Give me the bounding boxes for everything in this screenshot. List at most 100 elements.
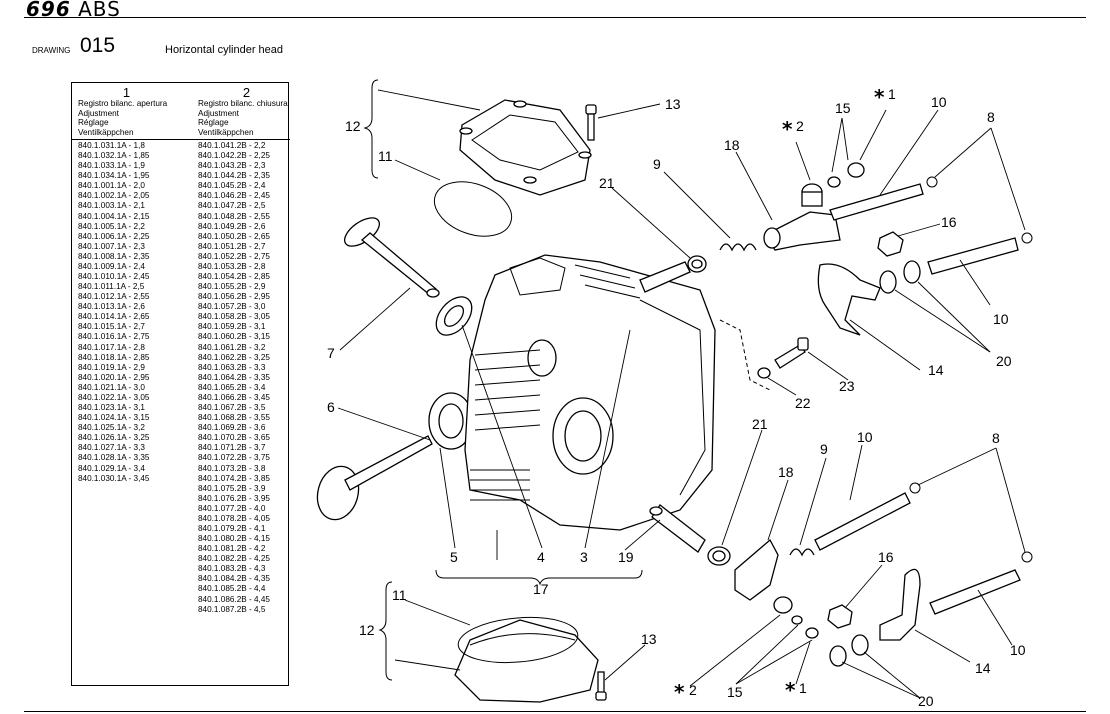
table-row: 840.1.049.2B - 2,6	[198, 221, 266, 231]
callout-23: 23	[839, 378, 855, 394]
column-number: 1	[122, 85, 131, 100]
adjuster-2-upper	[801, 183, 823, 207]
collet-21-upper	[687, 255, 707, 273]
table-row: 840.1.013.1A - 2,6	[78, 302, 145, 312]
table-row: 840.1.078.2B - 4,05	[198, 513, 270, 523]
bracket-12-upper	[363, 79, 379, 179]
callout-3: 3	[580, 549, 588, 565]
callout-9-upper: 9	[653, 156, 661, 172]
washer-20-lower-b	[851, 634, 869, 656]
collet-21-lower	[707, 546, 731, 566]
model-suffix: ABS	[78, 0, 121, 21]
table-row: 840.1.063.2B - 3,3	[198, 362, 266, 372]
table-row: 840.1.085.2B - 4,4	[198, 584, 266, 594]
valve-6	[316, 435, 433, 521]
drawing-number: 015	[80, 34, 116, 57]
heading-line: Adjustment	[198, 108, 239, 118]
callout-13-lower: 13	[641, 631, 657, 647]
callout-2-lower: 2	[689, 682, 697, 698]
table-row: 840.1.066.2B - 3,45	[198, 392, 270, 402]
table-row: 840.1.069.2B - 3,6	[198, 423, 266, 433]
table-row: 840.1.053.2B - 2,8	[198, 261, 266, 271]
table-row: 840.1.043.2B - 2,3	[198, 161, 266, 171]
nut-16-upper	[877, 231, 904, 257]
table-row: 840.1.009.1A - 2,4	[78, 261, 145, 271]
callout-12-lower: 12	[359, 622, 375, 638]
washer-20-lower-a	[829, 645, 847, 667]
callout-18-upper: 18	[724, 137, 740, 153]
table-row: 840.1.002.1A - 2,05	[78, 191, 150, 201]
table-row: 840.1.082.2B - 4,25	[198, 554, 270, 564]
table-row: 840.1.059.2B - 3,1	[198, 322, 266, 332]
table-row: 840.1.073.2B - 3,8	[198, 463, 266, 473]
callout-20-upper: 20	[996, 353, 1012, 369]
table-row: 840.1.068.2B - 3,55	[198, 413, 270, 423]
table-row: 840.1.056.2B - 2,95	[198, 292, 270, 302]
table-row: 840.1.022.1A - 3,05	[78, 392, 150, 402]
table-row: 840.1.005.1A - 2,2	[78, 221, 145, 231]
star-2-lower: *	[674, 680, 685, 704]
callout-21-upper: 21	[599, 175, 615, 191]
rocker-18-lower	[734, 538, 779, 601]
table-row: 840.1.033.1A - 1,9	[78, 161, 145, 171]
table-row: 840.1.003.1A - 2,1	[78, 201, 145, 211]
table-row: 840.1.058.2B - 3,05	[198, 312, 270, 322]
callout-1-lower: 1	[799, 680, 807, 696]
shim-1-lower	[805, 627, 819, 639]
heading-line: Ventilkäppchen	[198, 127, 254, 137]
rocker-lower-assembly	[707, 482, 1033, 667]
heading-line: Réglage	[198, 118, 229, 128]
table-row: 840.1.031.1A - 1,8	[78, 141, 145, 150]
shaft-10-lower-b	[929, 569, 1021, 615]
callout-9-lower: 9	[820, 441, 828, 457]
callout-1-upper: 1	[888, 86, 896, 102]
bracket-12-lower	[378, 581, 393, 681]
heading-line: Réglage	[78, 118, 109, 128]
star-2-upper: *	[782, 117, 793, 141]
heading-line: Adjustment	[78, 108, 119, 118]
table-row: 840.1.045.2B - 2,4	[198, 181, 266, 191]
rocker-upper-assembly	[639, 162, 1033, 379]
table-header-rule	[72, 139, 290, 140]
callout-5: 5	[450, 549, 458, 565]
valve-7	[343, 217, 440, 298]
table-row: 840.1.067.2B - 3,5	[198, 403, 266, 413]
table-row: 840.1.083.2B - 4,3	[198, 564, 266, 574]
table-row: 840.1.054.2B - 2,85	[198, 272, 270, 282]
drawing-title: Horizontal cylinder head	[165, 44, 284, 56]
shim-1-upper	[847, 162, 865, 178]
callout-12-upper: 12	[345, 118, 361, 134]
callout-8-lower: 8	[992, 430, 1000, 446]
screw-13-lower	[595, 671, 607, 701]
bracket-17	[435, 569, 643, 586]
callout-numbers: 12 11 13 7 6 5 4 3 19 17 21 9 18 * 2 15 …	[327, 85, 1026, 709]
callout-15-lower: 15	[727, 684, 743, 700]
guide-19	[649, 504, 706, 553]
table-row: 840.1.080.2B - 4,15	[198, 534, 270, 544]
table-row: 840.1.046.2B - 2,45	[198, 191, 270, 201]
table-row: 840.1.074.2B - 3,85	[198, 473, 270, 483]
callout-11-lower: 11	[392, 587, 407, 603]
rocker-18-upper	[763, 211, 841, 251]
callout-14-lower: 14	[975, 660, 991, 676]
shim-15-upper	[827, 176, 841, 188]
table-row: 840.1.015.1A - 2,7	[78, 322, 145, 332]
callout-16-upper: 16	[941, 214, 957, 230]
callout-11-upper: 11	[378, 148, 393, 164]
table-row: 840.1.032.1A - 1,85	[78, 151, 150, 161]
spring-9-lower	[789, 548, 815, 557]
table-row: 840.1.075.2B - 3,9	[198, 483, 266, 493]
star-1-upper: *	[874, 85, 885, 109]
callout-18-lower: 18	[778, 464, 794, 480]
callout-13-upper: 13	[665, 96, 681, 112]
table-row: 840.1.060.2B - 3,15	[198, 332, 270, 342]
adjuster-2-lower	[773, 596, 793, 614]
table-row: 840.1.004.1A - 2,15	[78, 211, 150, 221]
column-heading: Registro bilanc. apertura Adjustment Rég…	[78, 99, 167, 137]
table-row: 840.1.044.2B - 2,35	[198, 171, 270, 181]
table-row: 840.1.050.2B - 2,65	[198, 231, 270, 241]
callout-21-lower: 21	[752, 416, 768, 432]
table-row: 840.1.017.1A - 2,8	[78, 342, 145, 352]
